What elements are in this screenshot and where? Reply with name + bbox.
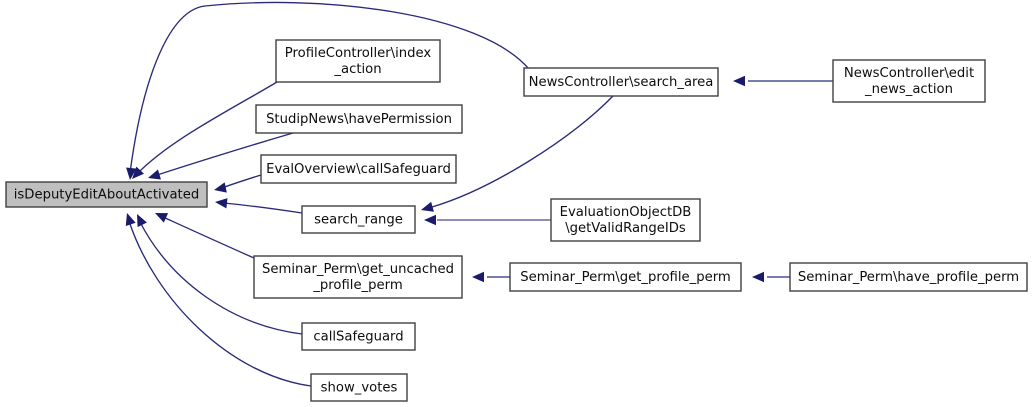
edge-line — [129, 1, 530, 174]
edge-line — [431, 95, 614, 208]
nodes-layer: isDeputyEditAboutActivated ProfileControl… — [5, 39, 1028, 402]
node-search-range[interactable]: search_range — [301, 205, 416, 234]
node-label: _action — [333, 62, 381, 77]
edge-news-controller-search-area-to-is-deputy-edit-about-activated — [126, 1, 530, 180]
edge-line — [136, 81, 278, 175]
edge-line — [128, 220, 312, 387]
node-profile-controller-index-action[interactable]: ProfileController\index_action — [275, 39, 441, 83]
node-label: EvaluationObjectDB — [560, 205, 692, 220]
arrow-head-icon — [214, 182, 227, 193]
arrow-head-icon — [132, 166, 144, 179]
node-seminar-perm-have-profile-perm[interactable]: Seminar_Perm\have_profile_perm — [789, 262, 1028, 292]
node-box[interactable] — [550, 198, 701, 242]
node-label: search_range — [314, 213, 403, 228]
edge-line — [153, 132, 294, 177]
arrow-head-icon — [424, 214, 436, 226]
node-label: callSafeguard — [313, 330, 403, 345]
arrow-head-icon — [215, 198, 228, 209]
node-label: ProfileController\index — [285, 46, 432, 61]
edge-news-controller-edit-news-action-to-news-controller-search-area — [733, 75, 833, 87]
node-box[interactable] — [789, 262, 1028, 292]
edge-line — [223, 202, 303, 214]
node-is-deputy-edit-about-activated[interactable]: isDeputyEditAboutActivated — [5, 181, 208, 208]
node-label: StudipNews\havePermission — [266, 112, 452, 127]
node-box[interactable] — [832, 59, 986, 103]
node-seminar-perm-get-profile-perm[interactable]: Seminar_Perm\get_profile_perm — [509, 262, 742, 292]
node-box[interactable] — [253, 255, 463, 299]
node-news-controller-edit-news-action[interactable]: NewsController\edit_news_action — [832, 59, 986, 103]
node-label: _profile_perm — [312, 278, 402, 293]
arrow-head-icon — [148, 169, 161, 180]
node-box[interactable] — [310, 373, 408, 402]
node-label: \getValidRangeIDs — [565, 221, 686, 236]
node-show-votes[interactable]: show_votes — [310, 373, 408, 402]
node-box[interactable] — [255, 104, 463, 134]
edge-line — [162, 216, 255, 259]
arrow-head-icon — [472, 271, 484, 283]
arrow-head-icon — [752, 271, 764, 283]
node-box[interactable] — [301, 322, 416, 351]
node-eval-overview-call-safeguard[interactable]: EvalOverview\callSafeguard — [260, 154, 457, 184]
edge-line — [221, 174, 262, 189]
node-evaluation-object-db-get-valid-range-ids[interactable]: EvaluationObjectDB\getValidRangeIDs — [550, 198, 701, 242]
node-label: isDeputyEditAboutActivated — [14, 188, 199, 203]
edge-show-votes-to-is-deputy-edit-about-activated — [125, 213, 312, 387]
node-seminar-perm-get-uncached-profile-perm[interactable]: Seminar_Perm\get_uncached_profile_perm — [253, 255, 463, 299]
edge-eval-overview-call-safeguard-to-is-deputy-edit-about-activated — [214, 174, 262, 193]
node-label: Seminar_Perm\have_profile_perm — [798, 270, 1019, 285]
node-box[interactable] — [523, 67, 719, 97]
edge-line — [139, 221, 303, 335]
node-box[interactable] — [509, 262, 742, 292]
edge-studip-news-have-permission-to-is-deputy-edit-about-activated — [148, 132, 294, 180]
node-label: NewsController\search_area — [529, 75, 714, 90]
arrow-head-icon — [126, 167, 137, 180]
node-label: show_votes — [321, 381, 398, 396]
edge-evaluation-object-db-get-valid-range-ids-to-search-range — [424, 214, 551, 226]
arrow-head-icon — [125, 213, 136, 227]
node-label: NewsController\edit — [844, 66, 974, 81]
arrow-head-icon — [155, 213, 169, 223]
arrow-head-icon — [421, 201, 434, 212]
node-label: Seminar_Perm\get_profile_perm — [520, 270, 731, 285]
node-box[interactable] — [260, 154, 457, 184]
arrow-head-icon — [733, 75, 745, 87]
arrow-head-icon — [137, 214, 147, 228]
edge-profile-controller-index-action-to-is-deputy-edit-about-activated — [132, 81, 278, 179]
node-label: _news_action — [864, 82, 953, 97]
node-box[interactable] — [301, 205, 416, 234]
node-box[interactable] — [275, 39, 441, 83]
node-news-controller-search-area[interactable]: NewsController\search_area — [523, 67, 719, 97]
edge-call-safeguard-to-is-deputy-edit-about-activated — [137, 214, 303, 335]
node-label: EvalOverview\callSafeguard — [266, 162, 451, 177]
node-box[interactable] — [5, 181, 208, 208]
edge-seminar-perm-get-profile-perm-to-seminar-perm-get-uncached-profile-perm — [472, 271, 510, 283]
edge-search-range-to-is-deputy-edit-about-activated — [215, 198, 303, 214]
node-call-safeguard[interactable]: callSafeguard — [301, 322, 416, 351]
edge-news-controller-search-area-to-search-range — [421, 95, 614, 212]
node-studip-news-have-permission[interactable]: StudipNews\havePermission — [255, 104, 463, 134]
edge-seminar-perm-get-uncached-profile-perm-to-is-deputy-edit-about-activated — [155, 213, 255, 259]
edge-seminar-perm-have-profile-perm-to-seminar-perm-get-profile-perm — [752, 271, 790, 283]
node-label: Seminar_Perm\get_uncached — [262, 262, 454, 277]
edges-layer — [125, 1, 833, 387]
